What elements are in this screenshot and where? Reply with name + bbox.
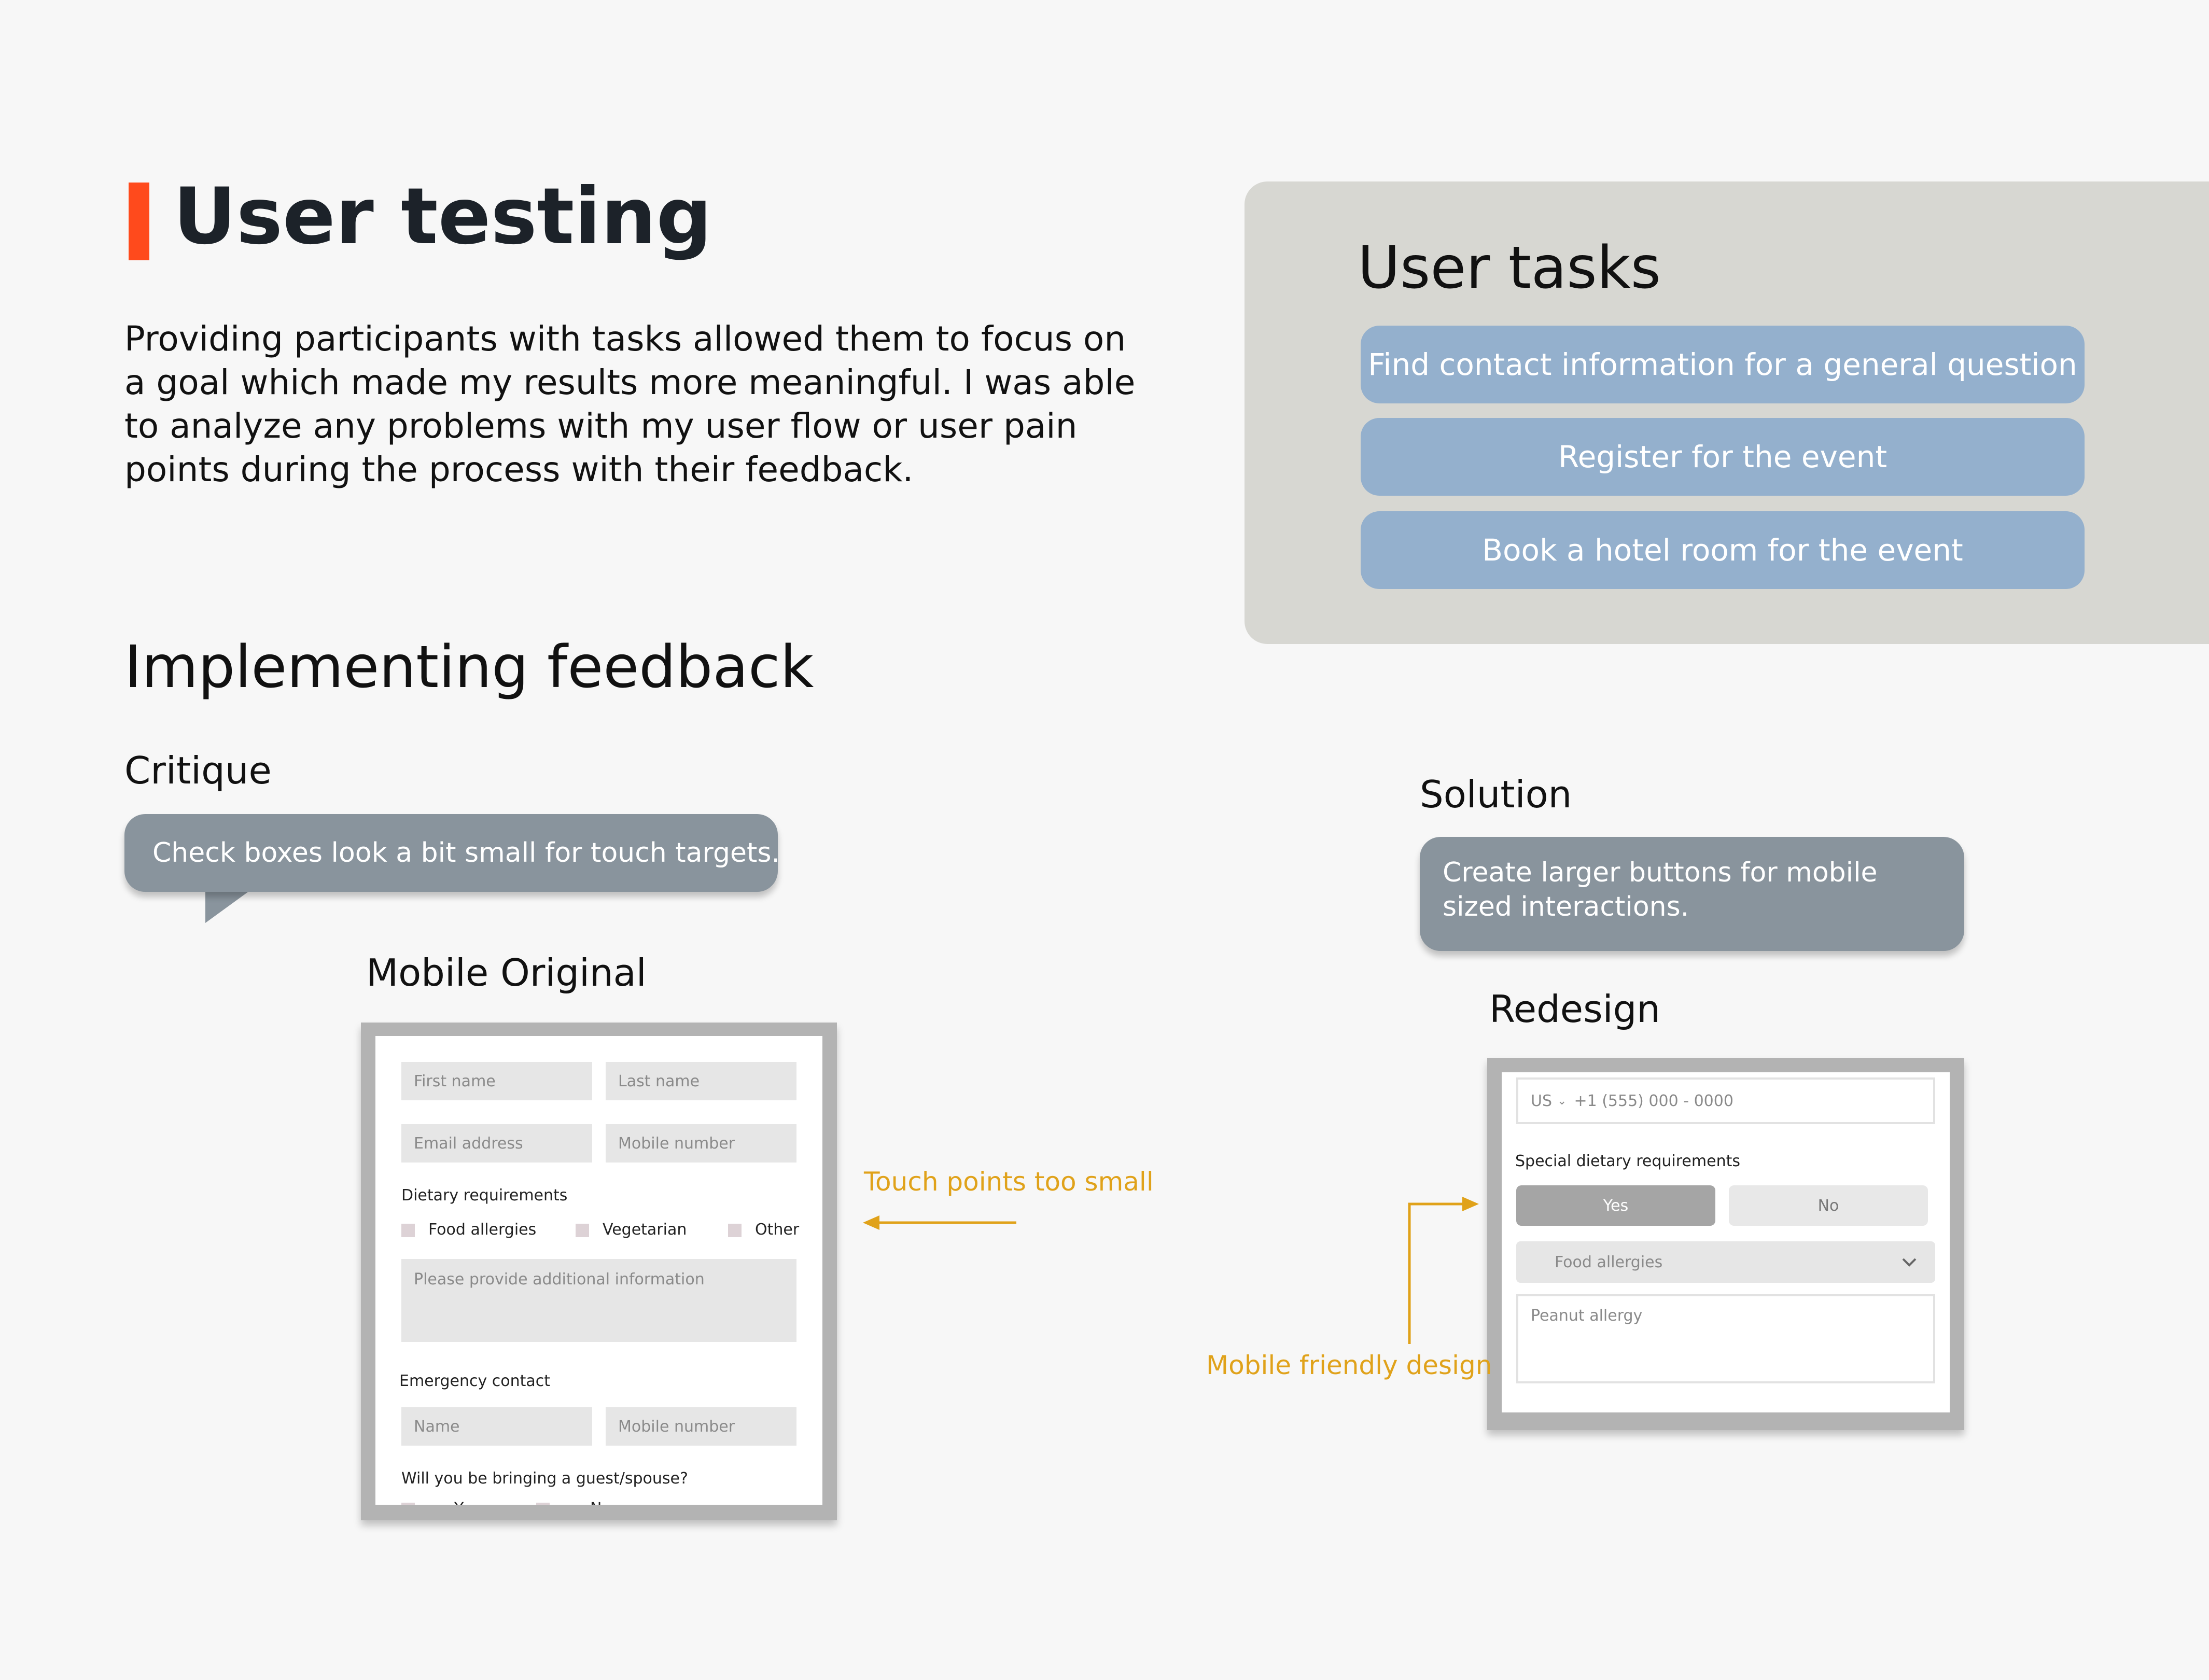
solution-bubble: Create larger buttons for mobile sized i… xyxy=(1420,837,1964,951)
email-input[interactable]: Email address xyxy=(401,1124,592,1163)
original-heading: Mobile Original xyxy=(366,951,647,995)
arrow-left-icon xyxy=(863,1212,1018,1233)
allergy-details-textarea[interactable]: Peanut allergy xyxy=(1516,1294,1935,1383)
guest-yes-label: Yes xyxy=(454,1500,479,1505)
annotation-mobile-friendly: Mobile friendly design xyxy=(1206,1350,1492,1380)
first-name-input[interactable]: First name xyxy=(401,1062,592,1100)
chevron-down-icon[interactable] xyxy=(1899,1253,1920,1271)
redesign-form: US ⌄ +1 (555) 000 - 0000 Special dietary… xyxy=(1502,1072,1950,1412)
guest-yes-checkbox[interactable] xyxy=(401,1503,415,1505)
special-dietary-label: Special dietary requirements xyxy=(1515,1152,1740,1170)
redesign-phone-frame: US ⌄ +1 (555) 000 - 0000 Special dietary… xyxy=(1487,1058,1964,1430)
dietary-no-button[interactable]: No xyxy=(1729,1185,1928,1226)
country-chevron-down-icon[interactable]: ⌄ xyxy=(1557,1094,1567,1108)
arrow-right-icon xyxy=(1400,1195,1481,1345)
mobile-input[interactable]: Mobile number xyxy=(606,1124,796,1163)
vegetarian-checkbox[interactable] xyxy=(576,1224,589,1237)
vegetarian-label: Vegetarian xyxy=(603,1221,687,1239)
food-allergies-checkbox[interactable] xyxy=(401,1224,415,1237)
task-contact-button[interactable]: Find contact information for a general q… xyxy=(1361,326,2085,403)
phone-input[interactable]: US ⌄ +1 (555) 000 - 0000 xyxy=(1516,1077,1935,1124)
emergency-contact-label: Emergency contact xyxy=(399,1372,551,1390)
other-label: Other xyxy=(755,1221,800,1239)
intro-paragraph: Providing participants with tasks allowe… xyxy=(124,319,1136,489)
task-register-button[interactable]: Register for the event xyxy=(1361,418,2085,496)
additional-info-textarea[interactable]: Please provide additional information xyxy=(401,1259,796,1342)
user-tasks-title: User tasks xyxy=(1358,234,1661,302)
phone-placeholder: +1 (555) 000 - 0000 xyxy=(1574,1091,1733,1110)
guest-question-label: Will you be bringing a guest/spouse? xyxy=(401,1469,688,1488)
dietary-label: Dietary requirements xyxy=(401,1186,568,1205)
guest-no-checkbox[interactable] xyxy=(536,1503,550,1505)
task-hotel-button[interactable]: Book a hotel room for the event xyxy=(1361,511,2085,589)
other-checkbox[interactable] xyxy=(728,1224,742,1237)
emergency-mobile-input[interactable]: Mobile number xyxy=(606,1407,796,1446)
feedback-title: Implementing feedback xyxy=(124,634,814,701)
country-code[interactable]: US xyxy=(1531,1091,1553,1110)
page-title: User testing xyxy=(173,172,712,262)
last-name-input[interactable]: Last name xyxy=(606,1062,796,1100)
guest-no-label: No xyxy=(590,1500,611,1505)
original-phone-frame: First name Last name Email address Mobil… xyxy=(361,1023,837,1520)
redesign-heading: Redesign xyxy=(1489,987,1660,1031)
critique-heading: Critique xyxy=(124,749,272,792)
title-accent-bar xyxy=(129,183,149,260)
select-value: Food allergies xyxy=(1555,1253,1663,1271)
solution-heading: Solution xyxy=(1420,773,1572,816)
allergy-details-value: Peanut allergy xyxy=(1531,1307,1643,1325)
emergency-name-input[interactable]: Name xyxy=(401,1407,592,1446)
food-allergies-label: Food allergies xyxy=(428,1221,537,1239)
original-form: First name Last name Email address Mobil… xyxy=(375,1036,822,1505)
critique-bubble: Check boxes look a bit small for touch t… xyxy=(124,814,780,892)
dietary-yes-button[interactable]: Yes xyxy=(1516,1185,1715,1226)
annotation-touch-points: Touch points too small xyxy=(864,1167,1154,1197)
food-allergies-select[interactable]: Food allergies xyxy=(1516,1241,1935,1283)
